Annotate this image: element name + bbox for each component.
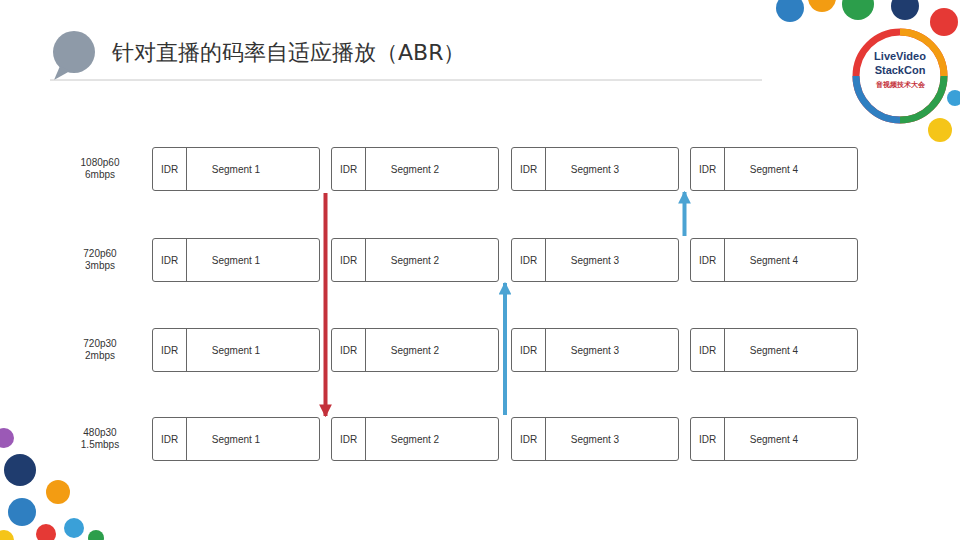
bitrate-label: 1080p60 6mbps bbox=[74, 157, 126, 181]
deco-bubble bbox=[842, 0, 874, 20]
logo-text: 音视频技术大会 bbox=[876, 80, 925, 90]
segment-box: Segment 4 IDR bbox=[690, 238, 858, 282]
segment-box: Segment 3 IDR bbox=[511, 147, 679, 191]
idr-label: IDR bbox=[520, 434, 537, 445]
segment-box: Segment 2 IDR bbox=[331, 147, 499, 191]
segment-label: Segment 4 bbox=[750, 434, 798, 445]
idr-label: IDR bbox=[340, 255, 357, 266]
title-rule bbox=[50, 80, 762, 81]
segment-label: Segment 3 bbox=[571, 434, 619, 445]
segment-box: Segment 1 IDR bbox=[152, 238, 320, 282]
idr-frame: IDR bbox=[691, 239, 725, 281]
switch-arrow bbox=[683, 192, 687, 236]
idr-label: IDR bbox=[161, 164, 178, 175]
switch-arrow bbox=[503, 283, 507, 415]
idr-label: IDR bbox=[520, 164, 537, 175]
deco-bubble bbox=[46, 480, 70, 504]
deco-bubble bbox=[808, 0, 836, 12]
segment-label: Segment 1 bbox=[212, 434, 260, 445]
segment-box: Segment 1 IDR bbox=[152, 328, 320, 372]
idr-frame: IDR bbox=[332, 329, 366, 371]
idr-frame: IDR bbox=[691, 418, 725, 460]
segment-label: Segment 1 bbox=[212, 164, 260, 175]
logo-text: StackCon bbox=[875, 64, 926, 76]
idr-frame: IDR bbox=[332, 418, 366, 460]
idr-label: IDR bbox=[699, 164, 716, 175]
segment-label: Segment 2 bbox=[391, 255, 439, 266]
segment-box: Segment 2 IDR bbox=[331, 238, 499, 282]
idr-frame: IDR bbox=[153, 148, 187, 190]
deco-bubble bbox=[8, 498, 36, 526]
bubble-tail bbox=[54, 66, 70, 80]
deco-bubble bbox=[928, 118, 952, 142]
idr-label: IDR bbox=[699, 345, 716, 356]
bitrate-label: 480p30 1.5mbps bbox=[74, 427, 126, 451]
segment-label: Segment 2 bbox=[391, 345, 439, 356]
segment-label: Segment 2 bbox=[391, 434, 439, 445]
idr-label: IDR bbox=[520, 345, 537, 356]
bitrate-label: 720p60 3mbps bbox=[74, 248, 126, 272]
slide-title: 针对直播的码率自适应播放（ABR） bbox=[112, 38, 465, 68]
segment-box: Segment 2 IDR bbox=[331, 328, 499, 372]
deco-bubble bbox=[947, 90, 960, 106]
idr-frame: IDR bbox=[512, 148, 546, 190]
segment-box: Segment 3 IDR bbox=[511, 238, 679, 282]
segment-box: Segment 4 IDR bbox=[690, 328, 858, 372]
idr-label: IDR bbox=[340, 345, 357, 356]
deco-bubble bbox=[36, 524, 56, 540]
idr-label: IDR bbox=[699, 255, 716, 266]
deco-bubble bbox=[776, 0, 804, 22]
segment-label: Segment 4 bbox=[750, 164, 798, 175]
segment-box: Segment 1 IDR bbox=[152, 417, 320, 461]
deco-bubble bbox=[930, 8, 958, 36]
idr-frame: IDR bbox=[691, 329, 725, 371]
switch-arrow bbox=[324, 193, 328, 416]
logo-text: LiveVideo bbox=[874, 50, 926, 62]
segment-box: Segment 3 IDR bbox=[511, 417, 679, 461]
deco-bubble bbox=[0, 428, 14, 448]
deco-bubble bbox=[0, 530, 14, 540]
segment-label: Segment 4 bbox=[750, 255, 798, 266]
idr-label: IDR bbox=[520, 255, 537, 266]
idr-frame: IDR bbox=[691, 148, 725, 190]
segment-label: Segment 2 bbox=[391, 164, 439, 175]
idr-frame: IDR bbox=[153, 329, 187, 371]
segment-label: Segment 3 bbox=[571, 255, 619, 266]
deco-bubble bbox=[891, 0, 919, 20]
idr-label: IDR bbox=[161, 345, 178, 356]
idr-label: IDR bbox=[161, 434, 178, 445]
segment-label: Segment 3 bbox=[571, 345, 619, 356]
idr-frame: IDR bbox=[332, 239, 366, 281]
bitrate-label: 720p30 2mbps bbox=[74, 338, 126, 362]
segment-box: Segment 1 IDR bbox=[152, 147, 320, 191]
idr-frame: IDR bbox=[153, 418, 187, 460]
idr-label: IDR bbox=[699, 434, 716, 445]
idr-label: IDR bbox=[340, 164, 357, 175]
idr-label: IDR bbox=[161, 255, 178, 266]
deco-bubble bbox=[4, 454, 36, 486]
logo-ring bbox=[856, 32, 944, 120]
segment-box: Segment 2 IDR bbox=[331, 417, 499, 461]
idr-frame: IDR bbox=[512, 329, 546, 371]
title-bubble bbox=[53, 31, 95, 73]
deco-bubble bbox=[88, 530, 104, 540]
idr-frame: IDR bbox=[153, 239, 187, 281]
idr-frame: IDR bbox=[512, 418, 546, 460]
idr-frame: IDR bbox=[332, 148, 366, 190]
segment-label: Segment 4 bbox=[750, 345, 798, 356]
segment-label: Segment 1 bbox=[212, 345, 260, 356]
deco-bubble bbox=[64, 518, 84, 538]
segment-box: Segment 4 IDR bbox=[690, 417, 858, 461]
segment-box: Segment 3 IDR bbox=[511, 328, 679, 372]
idr-label: IDR bbox=[340, 434, 357, 445]
segment-box: Segment 4 IDR bbox=[690, 147, 858, 191]
segment-label: Segment 3 bbox=[571, 164, 619, 175]
idr-frame: IDR bbox=[512, 239, 546, 281]
segment-label: Segment 1 bbox=[212, 255, 260, 266]
